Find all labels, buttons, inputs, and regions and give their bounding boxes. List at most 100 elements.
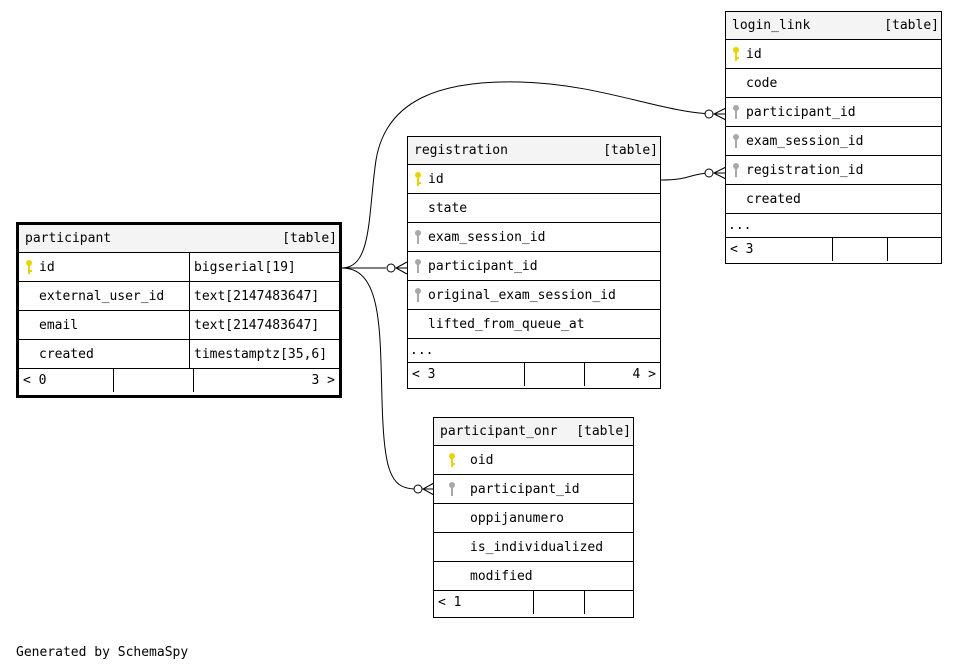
column-row: state	[408, 194, 660, 223]
children-count[interactable]: 3 >	[193, 369, 339, 392]
column-name: id	[39, 259, 55, 275]
column-row: participant_id	[434, 475, 633, 504]
table-footer: < 3 4 >	[408, 363, 660, 386]
table-kind: [table]	[576, 424, 631, 439]
parents-count[interactable]: < 3	[412, 367, 436, 382]
column-name: lifted_from_queue_at	[428, 316, 585, 332]
column-type: bigserial[19]	[189, 253, 339, 281]
column-name: id	[746, 46, 762, 62]
column-row: id	[726, 40, 941, 69]
table-header: participant [table]	[19, 225, 339, 253]
column-row: code	[726, 69, 941, 98]
foreign-key-icon	[726, 162, 746, 178]
table-kind: [table]	[603, 143, 658, 158]
column-row: oppijanumero	[434, 504, 633, 533]
crowfoot-marker	[394, 261, 408, 275]
relation-registration-login-link	[660, 172, 709, 181]
foreign-key-icon	[408, 229, 428, 245]
column-type: timestamptz[35,6]	[189, 340, 339, 368]
column-name: participant_id	[428, 258, 538, 274]
column-name: is_individualized	[470, 539, 604, 555]
column-name: oppijanumero	[470, 510, 564, 526]
table-name: participant_onr	[440, 424, 558, 439]
column-name: external_user_id	[39, 288, 165, 304]
column-name: original_exam_session_id	[428, 287, 616, 303]
column-name: participant_id	[746, 104, 856, 120]
column-row: participant_id	[408, 252, 660, 281]
column-name: created	[39, 346, 94, 362]
column-row: email text[2147483647]	[19, 311, 339, 340]
foreign-key-icon	[434, 481, 470, 497]
crowfoot-marker	[712, 166, 727, 180]
table-name: registration	[414, 143, 508, 158]
column-row: id	[408, 165, 660, 194]
parents-count[interactable]: < 1	[438, 595, 462, 610]
table-kind: [table]	[884, 18, 939, 33]
foreign-key-icon	[408, 287, 428, 303]
table-footer: < 1	[434, 591, 633, 614]
column-name: participant_id	[470, 481, 580, 497]
column-row: registration_id	[726, 156, 941, 185]
column-row: participant_id	[726, 98, 941, 127]
more-columns: ...	[726, 214, 941, 238]
table-login-link[interactable]: login_link [table] id code participant_i…	[725, 11, 942, 264]
parents-count[interactable]: < 3	[730, 242, 754, 257]
children-count[interactable]	[887, 238, 941, 261]
column-row: oid	[434, 446, 633, 475]
optional-marker	[704, 168, 714, 178]
column-name: registration_id	[746, 162, 864, 178]
table-header: login_link [table]	[726, 12, 941, 40]
crowfoot-marker	[712, 107, 727, 121]
optional-marker	[704, 109, 714, 119]
optional-marker	[386, 263, 396, 273]
optional-marker	[413, 484, 423, 494]
table-footer: < 3	[726, 238, 941, 261]
table-header: participant_onr [table]	[434, 418, 633, 446]
children-count[interactable]: 4 >	[584, 363, 660, 386]
column-type: text[2147483647]	[189, 311, 339, 339]
table-name: participant	[25, 231, 112, 246]
column-name: exam_session_id	[428, 229, 546, 245]
foreign-key-icon	[726, 133, 746, 149]
column-row: exam_session_id	[726, 127, 941, 156]
column-name: modified	[470, 568, 533, 584]
column-name: oid	[470, 452, 494, 468]
generated-by-footer: Generated by SchemaSpy	[16, 645, 189, 660]
parents-count[interactable]: < 0	[23, 373, 47, 388]
crowfoot-marker	[421, 482, 435, 496]
foreign-key-icon	[726, 104, 746, 120]
table-name: login_link	[732, 18, 811, 33]
column-name: state	[428, 200, 468, 216]
column-row: created timestamptz[35,6]	[19, 340, 339, 369]
column-name: id	[428, 171, 444, 187]
more-columns: ...	[408, 339, 660, 363]
primary-key-icon	[434, 452, 470, 468]
column-name: exam_session_id	[746, 133, 864, 149]
primary-key-icon	[408, 171, 428, 187]
column-row: lifted_from_queue_at	[408, 310, 660, 339]
relation-participant-login-link	[341, 81, 713, 269]
column-row: created	[726, 185, 941, 214]
column-name: code	[746, 75, 778, 91]
column-type: text[2147483647]	[189, 282, 339, 310]
table-footer: < 0 3 >	[19, 369, 339, 392]
primary-key-icon	[19, 259, 39, 275]
column-row: external_user_id text[2147483647]	[19, 282, 339, 311]
column-row: original_exam_session_id	[408, 281, 660, 310]
table-header: registration [table]	[408, 137, 660, 165]
table-participant-onr[interactable]: participant_onr [table] oid participant_…	[433, 417, 634, 618]
column-row: modified	[434, 562, 633, 591]
table-participant[interactable]: participant [table] id bigserial[19] ext…	[16, 222, 342, 398]
column-row: exam_session_id	[408, 223, 660, 252]
column-row: is_individualized	[434, 533, 633, 562]
table-kind: [table]	[282, 231, 337, 246]
relation-participant-participant-onr	[341, 267, 415, 490]
column-name: created	[746, 191, 801, 207]
primary-key-icon	[726, 46, 746, 62]
foreign-key-icon	[408, 258, 428, 274]
children-count[interactable]	[584, 591, 633, 614]
table-registration[interactable]: registration [table] id state exam_sessi…	[407, 136, 661, 389]
column-row: id bigserial[19]	[19, 253, 339, 282]
column-name: email	[39, 317, 79, 333]
